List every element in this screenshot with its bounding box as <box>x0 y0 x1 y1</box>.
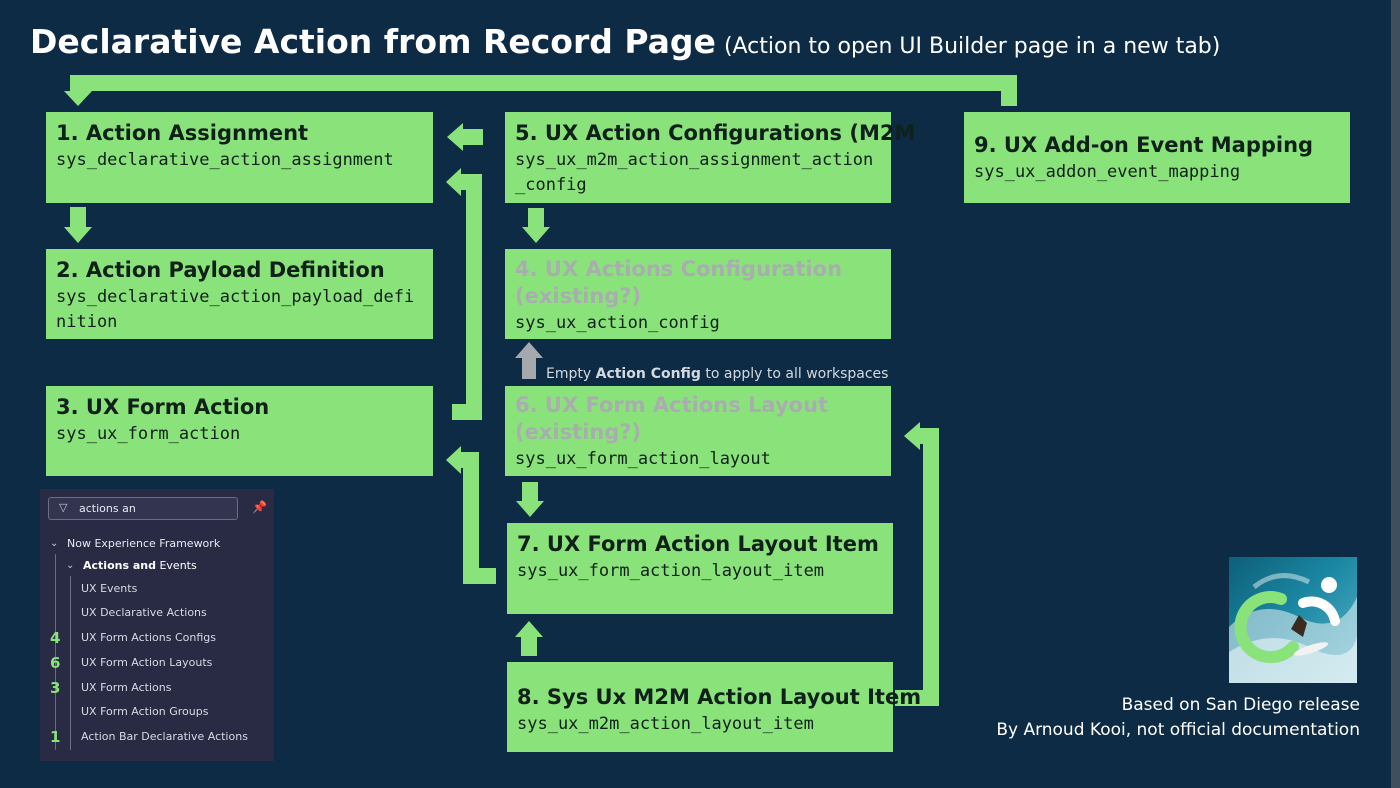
connector-1-down <box>70 75 86 92</box>
arrowhead-5-4 <box>522 227 550 243</box>
bracket-7-3-top <box>460 452 479 468</box>
filter-value: actions an <box>79 502 136 515</box>
box-ux-form-action: 3. UX Form Action sys_ux_form_action <box>46 386 433 476</box>
nav-item-ux-events[interactable]: UX Events <box>81 582 138 595</box>
marker-4: 4 <box>50 629 61 647</box>
arrow-6-4-shaft <box>522 357 536 379</box>
nav-group-label-rest: Events <box>155 559 197 572</box>
box-table-name: sys_ux_form_action_layout <box>515 449 771 469</box>
credit-release: Based on San Diego release <box>1121 695 1360 715</box>
box-action-payload-definition: 2. Action Payload Definition sys_declara… <box>46 249 433 339</box>
box-table-name: sys_ux_addon_event_mapping <box>974 162 1241 182</box>
box-title: 1. Action Assignment <box>56 121 309 145</box>
tree-line <box>70 576 71 750</box>
nav-item-ux-form-action-groups[interactable]: UX Form Action Groups <box>81 705 209 718</box>
arrowhead-5-1 <box>447 123 463 151</box>
pin-icon[interactable]: 📌 <box>252 500 267 514</box>
arrowhead-8-7 <box>515 621 543 637</box>
arrow-5-1-shaft <box>463 129 483 145</box>
arrowhead-7-3 <box>446 446 461 474</box>
box-table-name: sys_ux_form_action_layout_item <box>517 561 825 581</box>
box-title: 3. UX Form Action <box>56 395 270 419</box>
application-navigator: ▽ actions an 📌 ⌄ Now Experience Framewor… <box>40 489 274 761</box>
nav-item-ux-form-actions-configs[interactable]: UX Form Actions Configs <box>81 631 216 644</box>
chevron-down-icon[interactable]: ⌄ <box>66 560 75 571</box>
nav-group-actions-and-events[interactable]: Actions and Events <box>83 559 197 572</box>
window-edge <box>1391 0 1400 788</box>
box-table-name: sys_ux_action_config <box>515 313 720 333</box>
tree-line <box>55 554 56 750</box>
box-title-line1: 6. UX Form Actions Layout <box>515 393 829 417</box>
arrowhead-1-2 <box>64 227 92 243</box>
marker-1: 1 <box>50 728 61 746</box>
credit-author: By Arnoud Kooi, not official documentati… <box>996 720 1360 740</box>
box-table-name: sys_declarative_action_payload_definitio… <box>56 287 415 332</box>
nav-root-now-experience-framework[interactable]: Now Experience Framework <box>67 537 221 550</box>
marker-6: 6 <box>50 654 61 672</box>
bracket-8-6-top <box>919 428 939 444</box>
box-title: 2. Action Payload Definition <box>56 258 385 282</box>
filter-icon: ▽ <box>59 501 68 514</box>
box-title: 9. UX Add-on Event Mapping <box>974 133 1314 157</box>
box-ux-actions-configuration: 4. UX Actions Configuration (existing?) … <box>505 249 891 339</box>
arrowhead-into-1 <box>64 91 92 106</box>
connector-top <box>70 75 1017 91</box>
arrow-8-7-shaft <box>521 636 537 656</box>
arrow-1-2-shaft <box>70 207 86 227</box>
box-title: 7. UX Form Action Layout Item <box>517 532 879 556</box>
arrowhead-8-6 <box>904 422 920 450</box>
nav-group-label-bold: Actions and <box>83 559 156 572</box>
arrow-6-7-shaft <box>522 482 538 502</box>
box-action-assignment: 1. Action Assignment sys_declarative_act… <box>46 112 433 203</box>
box-table-name: sys_ux_form_action <box>56 424 241 444</box>
arrowhead-6-4 <box>515 342 543 358</box>
marker-3: 3 <box>50 679 61 697</box>
nav-item-ux-declarative-actions[interactable]: UX Declarative Actions <box>81 606 207 619</box>
box-ux-action-configurations-m2m: 5. UX Action Configurations (M2M sys_ux_… <box>505 112 916 203</box>
note-text-end: to apply to all workspaces <box>700 366 889 382</box>
box-table-name: sys_ux_m2m_action_layout_item <box>517 714 814 734</box>
box-title-line2: (existing?) <box>515 420 642 444</box>
nav-item-ux-form-actions[interactable]: UX Form Actions <box>81 681 172 694</box>
box-title: 5. UX Action Configurations (M2M <box>515 121 916 145</box>
nav-item-ux-form-action-layouts[interactable]: UX Form Action Layouts <box>81 656 213 669</box>
bracket-3-1-vertical <box>466 174 482 420</box>
title-subtitle: (Action to open UI Builder page in a new… <box>723 34 1221 59</box>
surfer-logo-image <box>1229 557 1357 683</box>
logo-ring-icon <box>1234 577 1340 664</box>
title-main: Declarative Action from Record Page <box>30 22 716 61</box>
arrowhead-3-1 <box>446 168 461 196</box>
box-title: 8. Sys Ux M2M Action Layout Item <box>517 685 922 709</box>
box-ux-form-actions-layout: 6. UX Form Actions Layout (existing?) sy… <box>505 386 891 476</box>
box-title-line2: (existing?) <box>515 284 642 308</box>
nav-item-action-bar-declarative-actions[interactable]: Action Bar Declarative Actions <box>81 730 248 743</box>
box-table-name: sys_ux_m2m_action_assignment_action_conf… <box>515 150 874 195</box>
filter-input[interactable]: ▽ actions an <box>48 497 238 520</box>
chevron-down-icon[interactable]: ⌄ <box>50 538 59 549</box>
box-table-name: sys_declarative_action_assignment <box>56 150 394 170</box>
action-config-note: Empty Action Config to apply to all work… <box>546 366 888 382</box>
bracket-8-6-vertical <box>923 428 939 706</box>
page-title: Declarative Action from Record Page (Acti… <box>30 22 1220 61</box>
arrowhead-6-7 <box>516 501 544 517</box>
note-text-start: Empty <box>546 366 596 382</box>
bracket-7-3-vertical <box>463 452 479 584</box>
box-ux-addon-event-mapping: 9. UX Add-on Event Mapping sys_ux_addon_… <box>964 112 1350 203</box>
note-text-bold: Action Config <box>595 366 701 382</box>
box-sys-ux-m2m-action-layout-item: 8. Sys Ux M2M Action Layout Item sys_ux_… <box>507 662 922 752</box>
box-ux-form-action-layout-item: 7. UX Form Action Layout Item sys_ux_for… <box>507 523 893 614</box>
bracket-3-1-top <box>461 174 482 190</box>
arrow-5-4-shaft <box>528 208 544 228</box>
box-title-line1: 4. UX Actions Configuration <box>515 257 843 281</box>
